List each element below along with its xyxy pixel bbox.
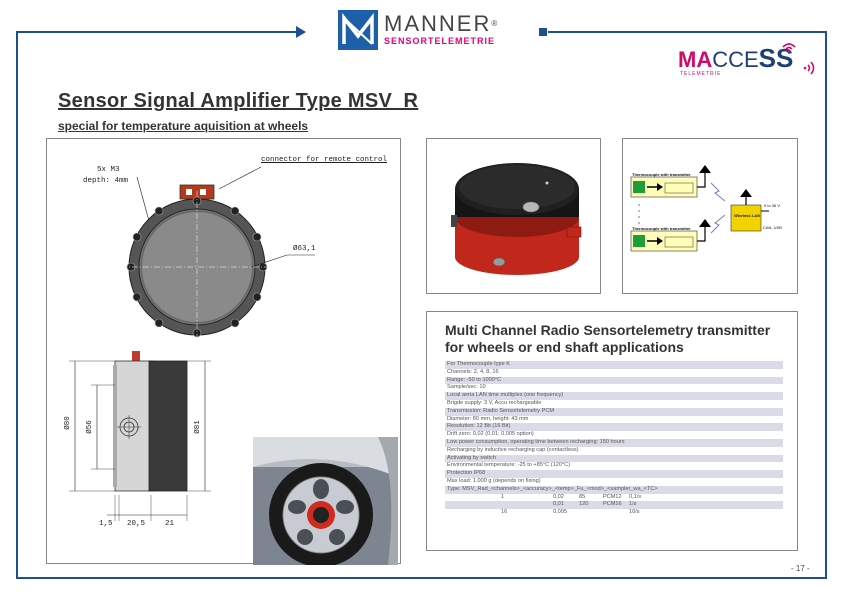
side-view-drawing bbox=[69, 351, 211, 521]
dim-side-81: Ø81 bbox=[193, 420, 202, 434]
spec-row: Range: -50 to 1000°C bbox=[445, 376, 783, 385]
diagram-block2-label: Thermocouple with transmitter bbox=[632, 226, 691, 231]
specs-title-line2: for wheels or end shaft applications bbox=[445, 339, 684, 355]
wheel-photo bbox=[253, 437, 398, 565]
spec-row: Local aeria LAN time multiplex (one freq… bbox=[445, 392, 783, 400]
frame-square-marker bbox=[539, 28, 547, 36]
diagram-output-label: CAN, USB bbox=[763, 225, 782, 230]
dim-bottom-3: 21 bbox=[165, 520, 175, 528]
frame-right-line bbox=[825, 31, 827, 579]
specs-panel: Multi Channel Radio Sensortelemetry tran… bbox=[426, 311, 798, 551]
spec-row: Brigde supply: 3 V, Accu rechargeable bbox=[447, 399, 542, 406]
sensor-photo bbox=[451, 163, 582, 275]
top-view-drawing bbox=[121, 166, 315, 343]
spec-row: Max load: 1.000 g (depends on fixing) bbox=[447, 477, 541, 484]
spec-row: Diameter: 80 mm, height: 43 mm bbox=[447, 415, 529, 422]
brand-name: MANNER bbox=[384, 11, 492, 36]
type-cell bbox=[501, 501, 553, 509]
type-cell: 1 bbox=[501, 493, 505, 500]
type-table-row: 16 0,005 10/s bbox=[445, 509, 783, 517]
type-cell bbox=[579, 509, 603, 517]
maccess-cce: CCE bbox=[712, 47, 759, 72]
dim-side-56: Ø56 bbox=[85, 420, 94, 434]
type-table-row: 1 0,02 85 PCM12 0,1/s bbox=[445, 494, 783, 502]
type-cell: PCM16 bbox=[603, 501, 622, 508]
diagram-supply-label: 9 to 36 V bbox=[764, 203, 781, 208]
spec-row: Channels: 2, 4, 8, 16 bbox=[447, 368, 499, 375]
type-cell: 0,01 bbox=[553, 501, 564, 508]
type-cell: 16 bbox=[501, 509, 508, 516]
maccess-ma: MA bbox=[678, 47, 713, 72]
spec-row: Recharging by inductive recharging cap (… bbox=[447, 446, 579, 453]
wifi-top-icon bbox=[782, 43, 796, 52]
type-cell bbox=[603, 509, 629, 517]
technical-drawing bbox=[69, 166, 315, 521]
spec-row: Resolution: 12 Bit (16 Bit) bbox=[445, 423, 783, 432]
spec-row: Transmission: Radio Sensortelemetry PCM bbox=[445, 407, 783, 416]
label-screws: 5x M3 bbox=[97, 166, 120, 174]
brand-registered: ® bbox=[491, 19, 498, 28]
type-cell: 1/s bbox=[629, 501, 637, 508]
manner-logo-mark-icon bbox=[338, 10, 378, 50]
type-table-row: 0,01 120 PCM16 1/s bbox=[445, 501, 783, 510]
specs-title-line1: Multi Channel Radio Sensortelemetry tran… bbox=[445, 322, 771, 338]
frame-left-line bbox=[16, 31, 18, 579]
spec-row: Sample/sec: 10 bbox=[447, 384, 486, 391]
page-subtitle: special for temperature aquisition at wh… bbox=[58, 119, 309, 133]
technical-drawing-panel: 5x M3 depth: 4mm connector for remote co… bbox=[46, 138, 401, 565]
type-cell: 120 bbox=[579, 501, 589, 508]
page-number: - 17 - bbox=[791, 564, 810, 573]
spec-row: Activating by switch bbox=[445, 454, 783, 463]
type-cell: 0,1/s bbox=[629, 493, 642, 500]
maccess-logo: MACCESS TELEMETRIE bbox=[678, 43, 794, 77]
page-title: Sensor Signal Amplifier Type MSV_R bbox=[58, 90, 419, 112]
label-screws-depth: depth: 4mm bbox=[83, 177, 129, 185]
spec-row: For Thermocouple type K bbox=[445, 361, 783, 369]
diagram-receiver-label: Wireless LAN bbox=[734, 213, 760, 218]
dim-bottom-2: 20,5 bbox=[127, 520, 146, 528]
type-cell: 0,005 bbox=[553, 509, 567, 516]
maccess-subtitle: TELEMETRIE bbox=[680, 71, 722, 77]
diagram-block1-label: Thermocouple with transmitter bbox=[632, 172, 691, 177]
type-cell: PCM12 bbox=[603, 493, 622, 500]
specs-table: For Thermocouple type K Channels: 2, 4, … bbox=[445, 361, 783, 517]
type-cell: 0,02 bbox=[553, 493, 564, 500]
dim-outer-diameter: Ø63,1 bbox=[293, 245, 316, 253]
spec-row: Drift zero: 0,02 (0,01; 0,005 option) bbox=[447, 431, 534, 438]
dim-side-80: Ø80 bbox=[63, 416, 72, 430]
spec-row: Low power consumption, operating time be… bbox=[445, 438, 783, 447]
sensor-photo-panel bbox=[426, 138, 601, 294]
wifi-right-icon bbox=[803, 61, 815, 75]
spec-row: Protection IP68 bbox=[445, 470, 783, 478]
frame-bottom-line bbox=[16, 577, 827, 579]
brand-subtitle: SENSORTELEMETRIE bbox=[384, 36, 496, 46]
frame-arrow-icon bbox=[296, 26, 306, 38]
specs-title: Multi Channel Radio Sensortelemetry tran… bbox=[445, 322, 790, 356]
label-connector: connector for remote control bbox=[261, 156, 388, 164]
system-diagram-panel: Thermocouple with transmitter Thermocoup… bbox=[622, 138, 798, 294]
frame-top-left-line bbox=[16, 31, 298, 33]
dim-bottom-1: 1,5 bbox=[99, 520, 113, 528]
system-diagram bbox=[630, 165, 769, 252]
type-cell: 85 bbox=[579, 493, 586, 500]
frame-top-right-line bbox=[548, 31, 827, 33]
spec-row: Type: MSV_Rad_<channels>_<accuracy>_<tem… bbox=[445, 485, 783, 494]
manner-logo: MANNER® SENSORTELEMETRIE bbox=[338, 10, 497, 50]
type-cell: 10/s bbox=[629, 509, 640, 516]
spec-row: Environmental temperature: -25 to +85°C … bbox=[447, 462, 571, 469]
maccess-ss: SS bbox=[758, 43, 794, 73]
